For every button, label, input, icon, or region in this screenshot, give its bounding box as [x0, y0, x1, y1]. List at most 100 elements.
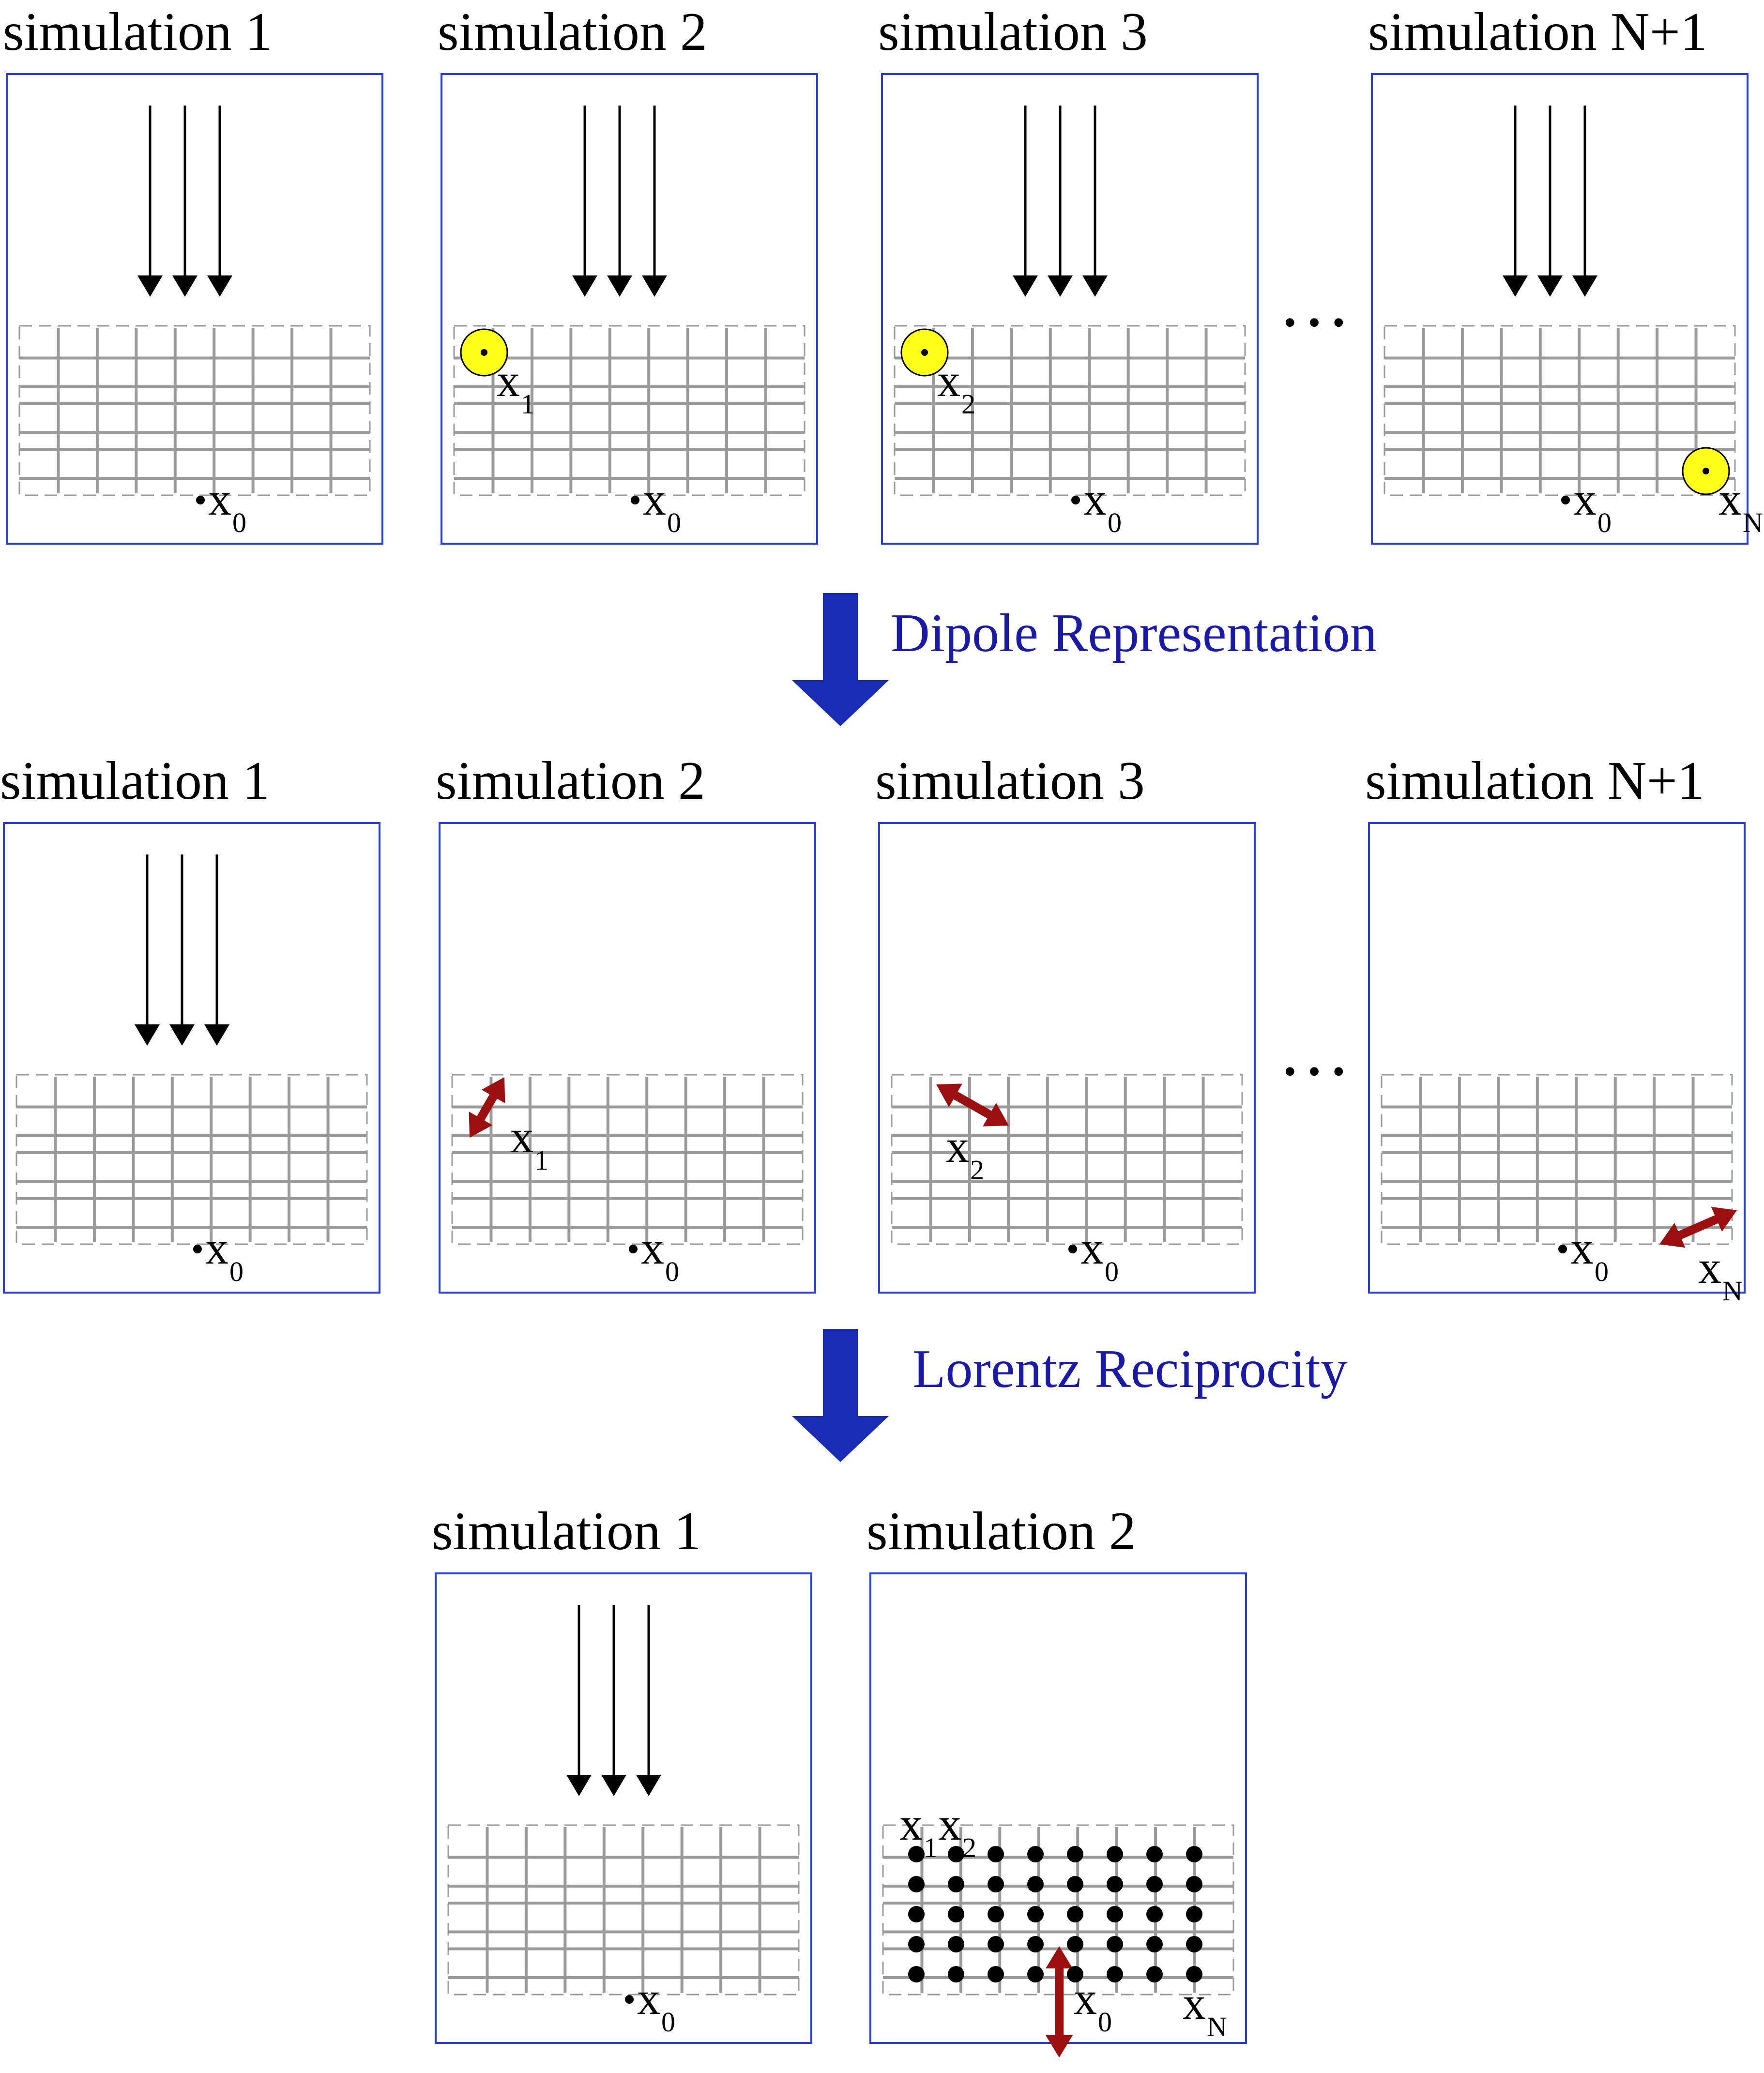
source-label-sub: 1: [534, 1144, 548, 1176]
incident-arrow-head: [642, 275, 667, 297]
field-point: [908, 1876, 925, 1892]
source-dot: [481, 349, 487, 356]
field-point: [1107, 1966, 1123, 1982]
observation-dipole-icon: [1046, 1946, 1073, 2058]
scatterer-grid-outline: [15, 1074, 368, 1245]
field-point: [1067, 1966, 1083, 1982]
scatterer-grid-outline: [891, 1074, 1243, 1245]
dipole-head: [1046, 1946, 1073, 1968]
panel-title: simulation 3: [878, 2, 1148, 62]
panel-frame: [439, 822, 816, 1294]
panel-frame: [3, 822, 380, 1294]
source-dot: [921, 349, 928, 356]
source-label-var: x: [946, 1120, 969, 1172]
field-point: [1107, 1906, 1123, 1922]
observation-dot: [625, 1995, 634, 2004]
observation-label-var: x: [205, 1222, 228, 1274]
scatterer-grid-outline: [882, 1824, 1234, 1996]
incident-arrow-head: [566, 1775, 592, 1796]
field-point: [1107, 1846, 1123, 1862]
panel-frame: [1371, 73, 1749, 545]
incident-arrow-head: [1503, 275, 1528, 297]
source-label-sub: N: [1743, 507, 1763, 538]
dipole-head: [1711, 1206, 1737, 1232]
panel-frame: [6, 73, 383, 545]
incident-field: [1503, 106, 1597, 297]
source-dot: [1703, 468, 1709, 474]
incident-arrow-head: [1082, 275, 1108, 297]
panel-title: simulation 1: [432, 1501, 701, 1561]
scatterer-grid-outline: [18, 325, 371, 496]
incident-arrow-head: [135, 1024, 160, 1046]
field-point: [988, 1966, 1004, 1982]
incident-arrow-head: [607, 275, 632, 297]
scatterer-grid: [453, 325, 806, 496]
field-point: [1146, 1906, 1163, 1922]
source-label-var: x: [510, 1111, 533, 1162]
panel-title: simulation 1: [0, 751, 270, 811]
field-point: [988, 1906, 1004, 1922]
source-label-var: x: [1718, 473, 1742, 525]
observation-label-sub: 0: [1595, 1256, 1609, 1287]
observation-label-var: x: [643, 473, 666, 525]
scatterer-grid: [891, 1074, 1243, 1245]
field-point: [948, 1966, 964, 1982]
step-label: Dipole Representation: [891, 603, 1377, 663]
panel-title: simulation N+1: [1365, 751, 1704, 811]
incident-arrow-head: [172, 275, 198, 297]
scatterer-grid: [1384, 325, 1736, 496]
source-label-var: x: [1698, 1241, 1721, 1293]
panel-title: simulation 3: [875, 751, 1145, 811]
observation-dot: [631, 496, 639, 504]
panel-title: simulation N+1: [1368, 2, 1707, 62]
dipole-shaft: [949, 1089, 996, 1121]
double-arrow-icon: [469, 1077, 505, 1138]
field-point: [948, 1846, 964, 1862]
scatterer-grid-outline: [453, 325, 806, 496]
field-point: [1186, 1936, 1202, 1952]
field-point: [1107, 1936, 1123, 1952]
incident-arrow-head: [1048, 275, 1073, 297]
observation-dot: [196, 496, 205, 504]
source-label-sub: 2: [961, 388, 975, 420]
scatterer-grid-outline: [451, 1074, 804, 1245]
incident-arrow-head: [204, 1024, 229, 1046]
ellipsis: …: [1278, 261, 1351, 342]
point-label-last-var: x: [1183, 1977, 1206, 2029]
field-point: [988, 1846, 1004, 1862]
panel-frame: [1368, 822, 1746, 1294]
field-point: [1067, 1876, 1083, 1892]
panel-title: simulation 2: [436, 751, 705, 811]
observation-label-var: x: [1083, 473, 1107, 525]
source-label-var: x: [937, 354, 960, 406]
dipole-head: [983, 1102, 1009, 1127]
panel-title: simulation 2: [867, 1501, 1136, 1561]
field-point: [948, 1906, 964, 1922]
observation-label-sub: 0: [229, 1256, 243, 1287]
ellipsis: …: [1278, 1010, 1351, 1091]
incident-arrow-head: [601, 1775, 626, 1796]
observation-dot: [1071, 496, 1080, 504]
scatterer-grid: [451, 1074, 804, 1245]
scatterer-grid: [18, 325, 371, 496]
source-label-sub: 2: [970, 1154, 984, 1186]
field-point: [1067, 1906, 1083, 1922]
point-label-first-sub: 1: [924, 1832, 938, 1863]
field-point: [1186, 1846, 1202, 1862]
field-point: [1107, 1876, 1123, 1892]
